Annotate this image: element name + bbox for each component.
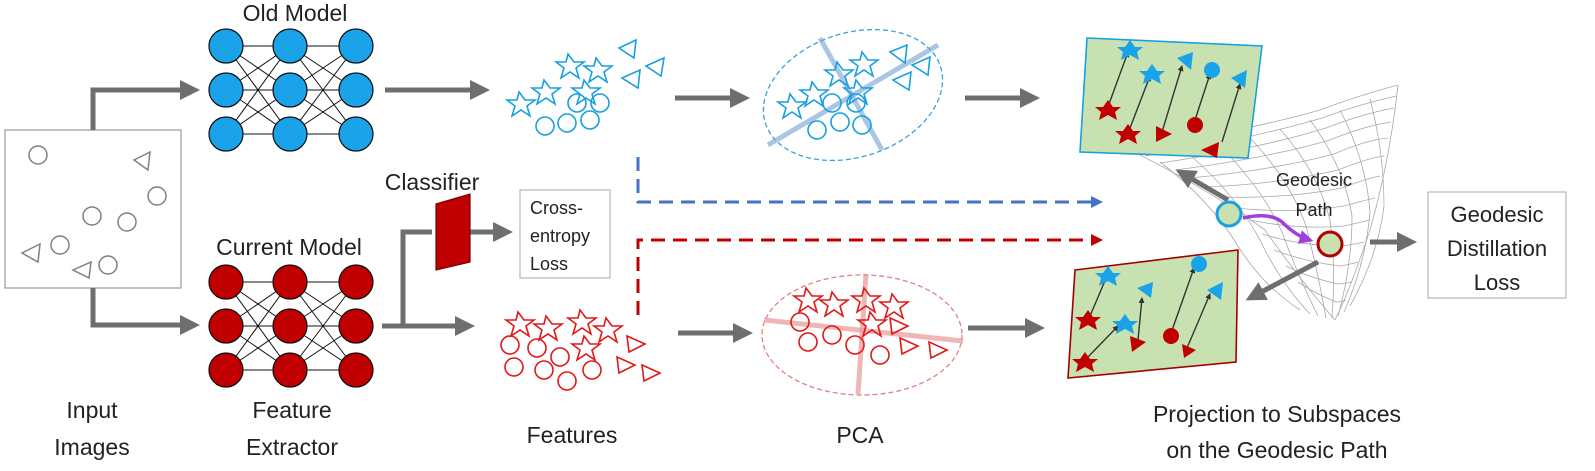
cross-entropy-label-3: Loss bbox=[530, 254, 568, 274]
distillation-loss-label-3: Loss bbox=[1474, 270, 1520, 295]
dashed-feature-arrows bbox=[636, 157, 1103, 315]
old-subspace-point bbox=[1215, 200, 1243, 228]
geodesic-path-label-1: Geodesic bbox=[1276, 170, 1352, 190]
features-to-pca-arrows bbox=[675, 88, 753, 343]
distillation-loss-label-1: Geodesic bbox=[1451, 202, 1544, 227]
input-images-panel bbox=[4, 129, 182, 289]
classifier-label: Classifier bbox=[385, 169, 480, 195]
input-images-label-2: Images bbox=[54, 434, 129, 460]
input-to-models-arrows bbox=[90, 80, 200, 335]
input-images-label-1: Input bbox=[66, 397, 118, 423]
feature-extractor-label-1: Feature bbox=[252, 397, 331, 423]
old-model-label: Old Model bbox=[243, 0, 348, 26]
features-label: Features bbox=[527, 422, 618, 448]
cross-entropy-label-2: entropy bbox=[530, 226, 590, 246]
classifier-branch-arrows bbox=[382, 222, 513, 336]
distillation-loss-label-2: Distillation bbox=[1447, 236, 1547, 261]
geodesic-path bbox=[1175, 169, 1417, 301]
current-model-label: Current Model bbox=[216, 234, 362, 260]
cross-entropy-box bbox=[519, 189, 611, 279]
old-features bbox=[504, 38, 666, 136]
current-features bbox=[500, 308, 662, 391]
pca-label: PCA bbox=[836, 422, 884, 448]
input-shapes bbox=[20, 145, 167, 280]
geodesic-path-label-2: Path bbox=[1295, 200, 1332, 220]
current-subspace-point bbox=[1316, 230, 1344, 258]
current-subspace-plane bbox=[1067, 249, 1239, 379]
old-pca bbox=[762, 28, 944, 162]
feature-extractor-label-2: Extractor bbox=[246, 434, 338, 460]
old-subspace-plane bbox=[1079, 37, 1263, 159]
current-pca bbox=[761, 273, 964, 396]
current-model-network bbox=[208, 264, 374, 388]
classifier-block bbox=[435, 193, 471, 271]
distillation-loss-box bbox=[1427, 191, 1567, 299]
projection-label-2: on the Geodesic Path bbox=[1166, 437, 1387, 463]
cross-entropy-label-1: Cross- bbox=[530, 198, 583, 218]
old-model-network bbox=[208, 28, 374, 152]
projection-label-1: Projection to Subspaces bbox=[1153, 401, 1401, 427]
pca-to-projection-arrows bbox=[965, 88, 1045, 338]
